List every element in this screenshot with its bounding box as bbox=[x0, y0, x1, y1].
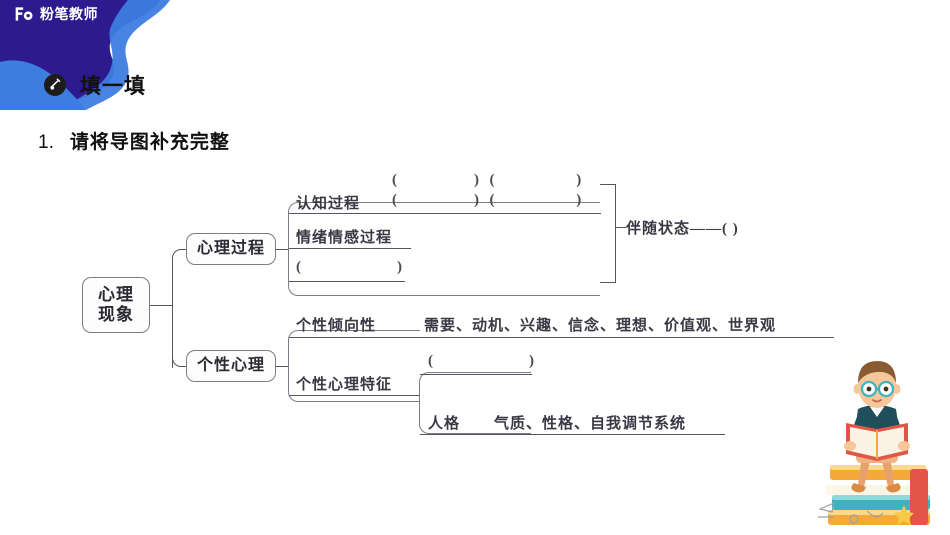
leaf-character: 人格 bbox=[428, 416, 461, 432]
section-title-text: 填一填 bbox=[80, 75, 146, 98]
underline-personality-trait bbox=[289, 395, 420, 396]
connector-pers-out bbox=[276, 366, 288, 367]
leaf-cognitive-process: 认知过程 bbox=[296, 196, 361, 212]
section-title: 填一填 bbox=[44, 70, 146, 100]
blank-row-cognitive-2: ( ) ( ) bbox=[392, 192, 583, 208]
node-label-mental-process: 心理过程 bbox=[196, 239, 265, 257]
question-number: 1. bbox=[38, 132, 54, 153]
blank-row-will-process: ( ) bbox=[296, 259, 403, 275]
underline-emotion bbox=[289, 248, 411, 249]
detail-personality-tendency: 需要、动机、兴趣、信念、理想、价值观、世界观 bbox=[424, 318, 777, 334]
connector-corner-top bbox=[172, 249, 188, 261]
shovel-icon bbox=[44, 74, 66, 96]
question-line: 1. 请将导图补充完整 bbox=[38, 127, 230, 154]
fb-logo-icon bbox=[15, 7, 33, 21]
detail-character: 气质、性格、自我调节系统 bbox=[494, 416, 687, 432]
underline-cognitive bbox=[289, 213, 601, 214]
bracket-personality-children bbox=[288, 330, 420, 402]
node-label-personality: 个性心理 bbox=[196, 356, 265, 374]
boy-reading-on-books-illustration bbox=[818, 361, 930, 525]
brand: 粉笔教师 bbox=[14, 4, 98, 24]
connector-mp-out bbox=[276, 249, 288, 250]
leaf-personality-tendency: 个性倾向性 bbox=[296, 318, 377, 334]
underline-will bbox=[289, 281, 405, 282]
leaf-accompanying-state: 伴随状态——( ) bbox=[626, 221, 739, 237]
leaf-personality-trait: 个性心理特征 bbox=[296, 377, 393, 393]
connector-corner-bottom bbox=[172, 355, 188, 367]
connector-root-split bbox=[172, 258, 173, 368]
root-label-line1: 心理 bbox=[98, 285, 134, 305]
bracket-accompanying-state bbox=[600, 184, 616, 283]
connector-root-out bbox=[150, 305, 172, 306]
connector-accompanying-tick bbox=[616, 227, 626, 228]
underline-personality-tendency bbox=[289, 337, 834, 338]
mindmap-node-mental-process: 心理过程 bbox=[186, 233, 276, 265]
bracket-personality-trait-children bbox=[419, 372, 531, 434]
mindmap-node-root: 心理 现象 bbox=[82, 277, 150, 333]
blank-row-ability: ( ) bbox=[428, 353, 535, 369]
mindmap-node-personality: 个性心理 bbox=[186, 350, 276, 382]
leaf-emotion-process: 情绪情感过程 bbox=[296, 230, 393, 246]
question-text: 请将导图补充完整 bbox=[69, 132, 230, 153]
root-label-line2: 现象 bbox=[98, 305, 134, 324]
underline-character bbox=[420, 434, 725, 435]
bracket-mental-process-children bbox=[288, 202, 600, 296]
blank-row-cognitive-1: ( ) ( ) bbox=[392, 172, 583, 188]
brand-name: 粉笔教师 bbox=[40, 6, 98, 22]
underline-ability bbox=[420, 374, 532, 375]
